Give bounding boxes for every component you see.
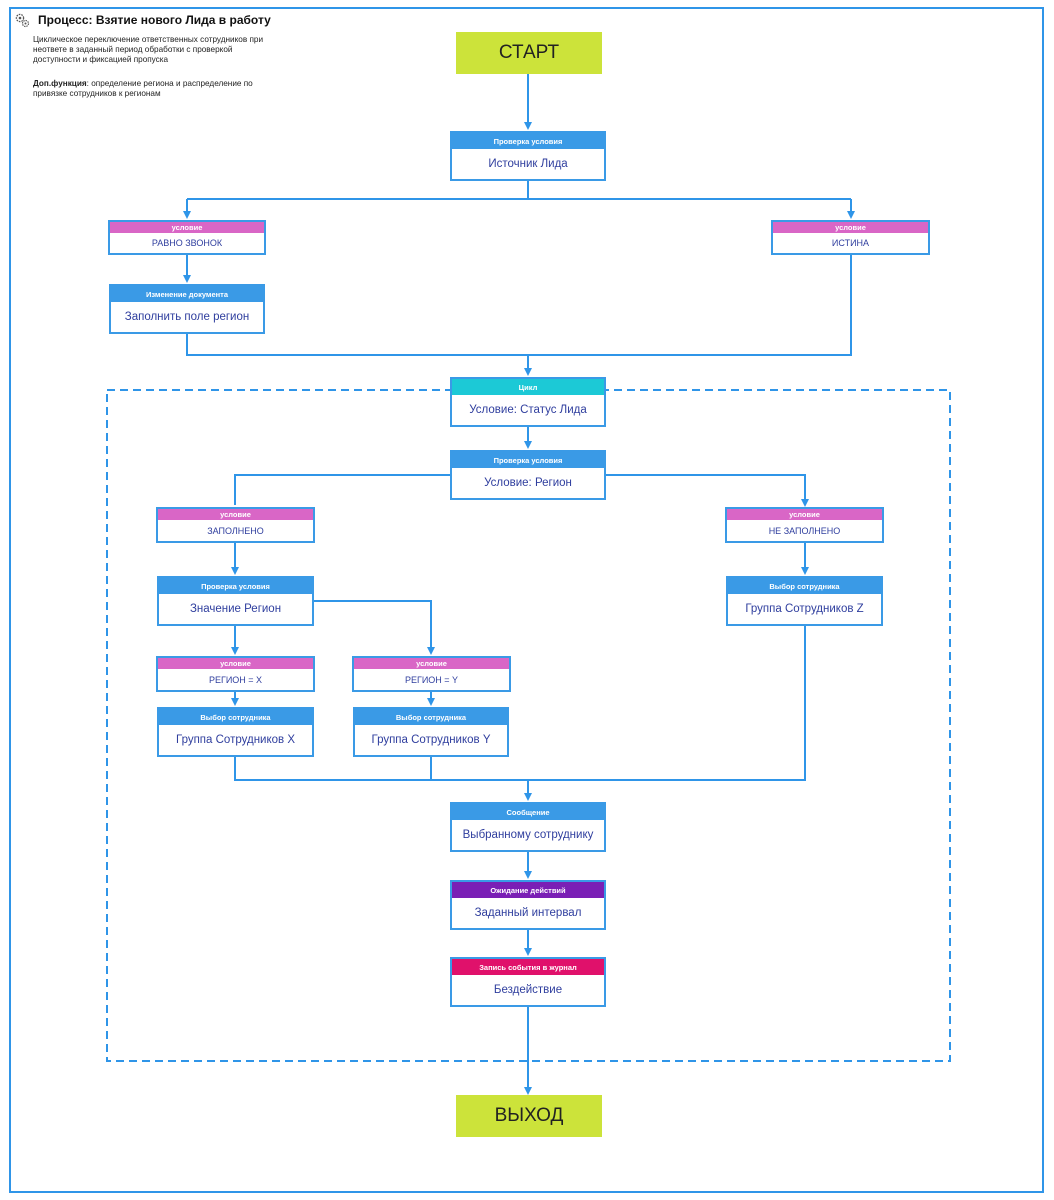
node-header: Запись события в журнал (452, 959, 604, 975)
node-header: Цикл (452, 379, 604, 395)
node-header: условие (727, 509, 882, 520)
node-header: Проверка условия (452, 133, 604, 149)
node-label: Группа Сотрудников Z (745, 603, 864, 615)
node-label: Выбранному сотруднику (462, 829, 594, 841)
connector-merge-message (234, 626, 806, 799)
node-header: условие (354, 658, 509, 669)
condition-region-y-node[interactable]: условие РЕГИОН = Y (352, 656, 511, 692)
connector-merge-loop (186, 255, 852, 374)
message-node[interactable]: Сообщение Выбранному сотруднику (450, 802, 606, 852)
extra-function-text: : определение региона и распределение по… (33, 79, 253, 98)
node-label: Бездействие (493, 984, 563, 996)
connector-source-split (187, 180, 851, 200)
node-label: Заполнить поле регион (124, 311, 250, 323)
process-description: Циклическое переключение ответственных с… (33, 35, 264, 64)
node-header: Ожидание действий (452, 882, 604, 898)
node-header: Проверка условия (452, 452, 604, 468)
node-header: условие (158, 509, 313, 520)
node-label: РЕГИОН = Y (404, 674, 459, 685)
node-label: ИСТИНА (831, 238, 870, 248)
node-label: Значение Регион (189, 603, 282, 615)
log-event-node[interactable]: Запись события в журнал Бездействие (450, 957, 606, 1007)
condition-filled-node[interactable]: условие ЗАПОЛНЕНО (156, 507, 315, 543)
select-employee-y-node[interactable]: Выбор сотрудника Группа Сотрудников Y (353, 707, 509, 757)
node-label: Источник Лида (488, 158, 568, 170)
node-label: Условие: Статус Лида (469, 404, 587, 416)
select-employee-z-node[interactable]: Выбор сотрудника Группа Сотрудников Z (726, 576, 883, 626)
node-label: Группа Сотрудников Y (371, 734, 491, 746)
node-header: Выбор сотрудника (728, 578, 881, 594)
node-label: НЕ ЗАПОЛНЕНО (768, 525, 841, 536)
node-label: Группа Сотрудников X (175, 734, 295, 746)
node-header: Выбор сотрудника (355, 709, 507, 725)
connector-to-y (314, 600, 435, 655)
node-header: условие (110, 222, 264, 233)
node-header: Выбор сотрудника (159, 709, 312, 725)
node-header: условие (158, 658, 313, 669)
node-label: ЗАПОЛНЕНО (207, 525, 264, 536)
start-node[interactable]: СТАРТ (456, 32, 602, 74)
loop-node[interactable]: Цикл Условие: Статус Лида (450, 377, 606, 427)
gears-icon (15, 13, 30, 28)
check-region-value-node[interactable]: Проверка условия Значение Регион (157, 576, 314, 626)
process-extra-function: Доп.функция: определение региона и распр… (33, 79, 283, 99)
exit-node[interactable]: ВЫХОД (456, 1095, 602, 1137)
node-header: Проверка условия (159, 578, 312, 594)
condition-true-node[interactable]: условие ИСТИНА (771, 220, 930, 255)
node-label: Заданный интервал (474, 907, 582, 919)
node-header: Изменение документа (111, 286, 263, 302)
wait-node[interactable]: Ожидание действий Заданный интервал (450, 880, 606, 930)
condition-call-node[interactable]: условие РАВНО ЗВОНОК (108, 220, 266, 255)
node-label: РЕГИОН = X (208, 674, 263, 685)
extra-function-label: Доп.функция (33, 79, 87, 88)
connector-region-split (234, 474, 805, 505)
node-label: РАВНО ЗВОНОК (151, 238, 223, 248)
node-header: условие (773, 222, 928, 233)
node-header: Сообщение (452, 804, 604, 820)
select-employee-x-node[interactable]: Выбор сотрудника Группа Сотрудников X (157, 707, 314, 757)
process-title: Процесс: Взятие нового Лида в работу (38, 13, 271, 27)
check-region-node[interactable]: Проверка условия Условие: Регион (450, 450, 606, 500)
document-change-node[interactable]: Изменение документа Заполнить поле регио… (109, 284, 265, 334)
node-label: Условие: Регион (484, 477, 572, 489)
check-source-node[interactable]: Проверка условия Источник Лида (450, 131, 606, 181)
canvas-frame (9, 7, 1044, 1193)
condition-not-filled-node[interactable]: условие НЕ ЗАПОЛНЕНО (725, 507, 884, 543)
condition-region-x-node[interactable]: условие РЕГИОН = X (156, 656, 315, 692)
